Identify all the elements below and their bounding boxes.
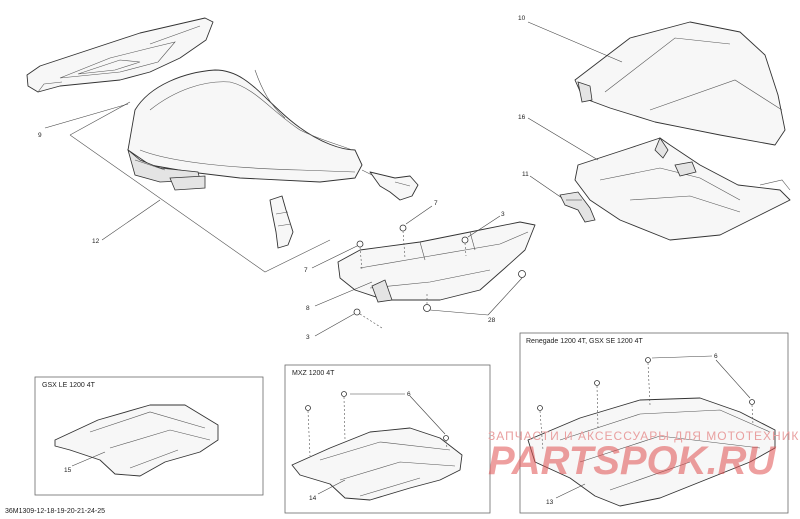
part-10-top-panel <box>574 21 786 146</box>
part-13-skid-plate <box>527 397 776 507</box>
inset-box-renegade <box>519 332 789 514</box>
fasteners-6-renegade <box>537 357 755 451</box>
diagram-reference-code: 36M1309-12-18-19-20-21-24-25 <box>5 508 105 515</box>
callout-28[interactable]: 28 <box>488 317 496 324</box>
part-12-seat <box>127 69 363 191</box>
box-label-renegade: Renegade 1200 4T, GSX SE 1200 4T <box>526 338 643 345</box>
box-label-mxz: MXZ 1200 4T <box>292 370 335 377</box>
callout-8[interactable]: 8 <box>306 305 310 312</box>
seat-strap-clip-right <box>361 169 419 201</box>
part-9-rear-cover <box>26 17 214 93</box>
callout-15[interactable]: 15 <box>64 467 72 474</box>
callout-7-left[interactable]: 7 <box>304 267 308 274</box>
callout-9[interactable]: 9 <box>38 132 42 139</box>
seat-strap-clip-left <box>269 195 294 249</box>
callout-6-renegade[interactable]: 6 <box>714 353 718 360</box>
callout-14[interactable]: 14 <box>309 495 317 502</box>
callout-12[interactable]: 12 <box>92 238 100 245</box>
fastener-7-upper <box>399 224 407 259</box>
fastener-3-upper <box>461 236 469 257</box>
leader-13 <box>555 483 586 499</box>
callout-10[interactable]: 10 <box>518 15 526 22</box>
inset-box-gsx-le <box>34 376 264 496</box>
part-14-skid-plate <box>291 427 463 501</box>
leader-6-mxz <box>350 393 446 435</box>
leader-15 <box>71 451 106 467</box>
leader-14 <box>317 479 346 495</box>
leader-lines <box>44 21 623 337</box>
callout-16[interactable]: 16 <box>518 114 526 121</box>
part-16-side-panel <box>574 137 791 241</box>
watermark-tagline: ЗАПЧАСТИ И АКСЕССУАРЫ ДЛЯ МОТОТЕХНИКИ <box>488 429 800 443</box>
callout-7-upper[interactable]: 7 <box>434 200 438 207</box>
fastener-3-lower <box>353 308 383 329</box>
fastener-7-left <box>356 240 364 271</box>
callout-6-mxz[interactable]: 6 <box>407 391 411 398</box>
callout-11[interactable]: 11 <box>522 171 529 178</box>
callout-13[interactable]: 13 <box>546 499 554 506</box>
part-11-handle <box>559 191 596 223</box>
leader-6-renegade <box>651 355 751 399</box>
inset-box-mxz <box>284 364 491 514</box>
fasteners-6-mxz <box>305 391 449 457</box>
part-15-skid-plate <box>54 404 219 477</box>
watermark-brand: PARTSPOK.RU <box>488 439 777 483</box>
callout-3-upper[interactable]: 3 <box>501 211 505 218</box>
part-8-underbody-plate <box>337 221 536 303</box>
box-label-gsx-le: GSX LE 1200 4T <box>42 382 96 389</box>
seat-assembly-outline <box>69 101 331 273</box>
callout-3-lower[interactable]: 3 <box>306 334 310 341</box>
fastener-28-nut <box>423 270 526 312</box>
